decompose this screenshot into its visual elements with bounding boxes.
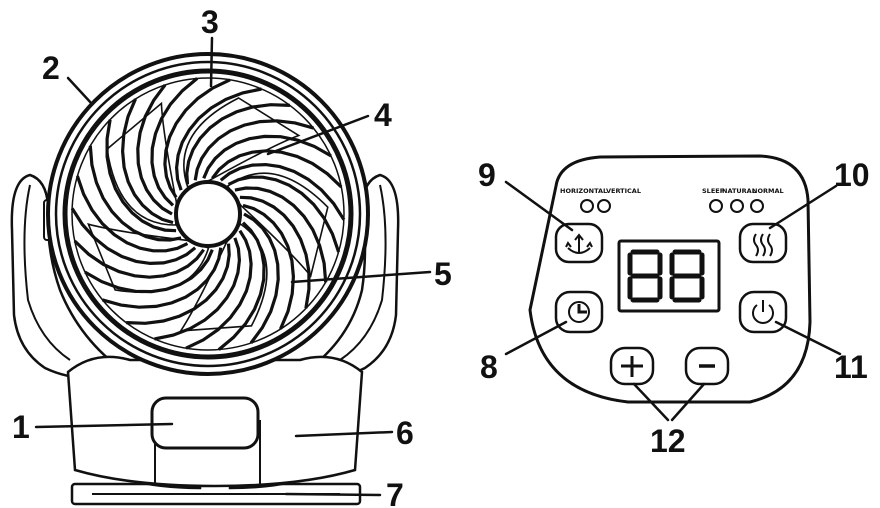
callout-4: 4 (374, 97, 392, 133)
label-sleep: SLEEP (702, 187, 725, 195)
mode-button[interactable] (738, 222, 788, 264)
callout-12: 12 (650, 423, 686, 459)
led-sleep (709, 199, 723, 213)
fan-blade (183, 97, 301, 188)
fan-blades (87, 97, 329, 332)
grille-rib (234, 186, 328, 283)
mode-icon (753, 233, 773, 257)
grille-rib (219, 162, 346, 221)
power-button[interactable] (738, 290, 788, 334)
label-normal: NORMAL (752, 187, 784, 195)
timer-button[interactable] (554, 290, 604, 334)
grille-rib (185, 103, 290, 185)
grille-rib (150, 77, 199, 207)
grille-rib (185, 229, 253, 350)
callout-5: 5 (434, 256, 452, 292)
grille-rib (136, 83, 173, 216)
panel-leader-lines (504, 180, 842, 422)
fan-hub (174, 180, 242, 248)
timer-icon (568, 301, 590, 323)
grille-rib (73, 239, 205, 279)
grille-rib (75, 175, 189, 253)
plus-icon (621, 356, 643, 377)
callout-6: 6 (396, 415, 414, 451)
control-panel: HORIZONTAL VERTICAL SLEEP NATURAL NORMAL (528, 154, 812, 404)
callout-1: 1 (12, 409, 30, 445)
callout-10: 10 (834, 157, 870, 193)
swing-icon (565, 233, 593, 254)
grille-rib (227, 175, 341, 253)
grille-rib (193, 119, 314, 181)
callout-9: 9 (478, 157, 496, 193)
grille-rib (202, 134, 332, 179)
callout-8: 8 (480, 349, 498, 385)
grille-rib (239, 195, 311, 309)
label-horizontal: HORIZONTAL (560, 187, 607, 195)
led-vertical (597, 199, 611, 213)
led-natural (730, 199, 744, 213)
led-horizontal (580, 199, 594, 213)
grille-rib (243, 212, 280, 345)
swing-button[interactable] (554, 222, 604, 264)
grille-rib (126, 243, 231, 325)
label-natural: NATURAL (722, 187, 756, 195)
grille-rib (70, 207, 197, 266)
fan-control-knob (150, 396, 260, 450)
fan-blade (106, 101, 178, 226)
display: 88 (617, 239, 721, 313)
minus-button[interactable] (684, 346, 730, 386)
fan-blade (179, 222, 268, 332)
display-digits (627, 249, 705, 303)
callout-2: 2 (42, 50, 60, 86)
grille-rib (174, 87, 262, 191)
plus-button[interactable] (609, 346, 655, 386)
power-icon (752, 300, 774, 324)
fan-grille-ring (62, 68, 354, 360)
grille-rib (88, 145, 182, 242)
fan-drawing (10, 52, 400, 506)
fan-blade (226, 172, 329, 278)
label-vertical: VERTICAL (606, 187, 641, 195)
callout-7: 7 (386, 477, 404, 508)
grille-rib (163, 78, 231, 199)
callout-11: 11 (834, 349, 868, 385)
grille-rib (242, 203, 296, 330)
led-normal (750, 199, 764, 213)
fan-blade (87, 222, 210, 294)
callout-3: 3 (201, 4, 219, 40)
fan-leader-lines (34, 36, 432, 497)
grille-rib (120, 98, 174, 225)
